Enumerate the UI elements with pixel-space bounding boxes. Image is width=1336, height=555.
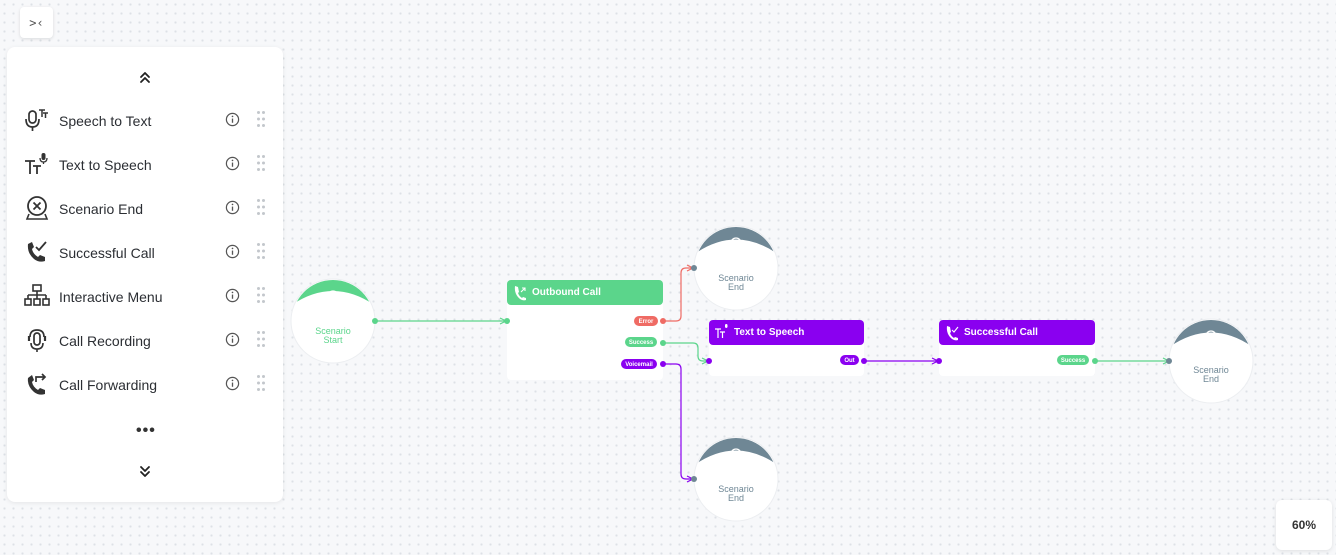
node-label: End [728,282,744,292]
palette-item-text-to-speech[interactable]: Text to Speech [7,143,283,187]
successful-call-icon [27,241,47,262]
palette-item-label: Speech to Text [59,113,152,129]
scroll-down-icon[interactable] [138,465,152,479]
node-scenario-end-error[interactable]: Scenario End [683,207,789,311]
info-icon[interactable] [225,288,240,303]
node-title: Outbound Call [532,287,601,298]
svg-text:Out: Out [844,358,854,364]
palette-item-call-forwarding[interactable]: Call Forwarding [7,363,283,407]
drag-handle-icon[interactable] [256,198,266,216]
drag-handle-icon[interactable] [256,286,266,304]
node-label: End [1203,374,1219,384]
node-successful-call[interactable]: Successful Call Success [936,320,1098,376]
connectors [375,264,1171,483]
svg-text:Success: Success [629,340,654,346]
input-port-dot [504,318,510,324]
scenario-end-icon [729,448,743,463]
node-scenario-start[interactable]: Scenario Start [280,260,386,364]
collapse-palette-button[interactable]: >‹ [20,7,53,38]
scenario-start-icon [326,290,340,305]
drag-handle-icon[interactable] [256,154,266,172]
collapse-label: >‹ [29,15,44,30]
node-text-to-speech[interactable]: Text to Speech Out [706,320,867,376]
drag-handle-icon[interactable] [256,242,266,260]
edge-voicemail-to-end [663,363,694,480]
input-port-dot [706,358,712,364]
svg-text:Error: Error [639,319,654,325]
node-scenario-end-final[interactable]: Scenario End [1158,300,1264,404]
scenario-end-icon [1204,330,1218,345]
svg-text:Success: Success [1061,358,1086,364]
node-palette: Speech to Text Text to Speech Scenario E… [7,47,283,502]
call-recording-icon [27,329,47,352]
palette-item-interactive-menu[interactable]: Interactive Menu [7,275,283,319]
drag-handle-icon[interactable] [256,374,266,392]
node-outbound-call[interactable]: Outbound Call Error Success Voicemail [504,280,666,380]
speech-to-text-icon [25,109,48,131]
palette-item-call-recording[interactable]: Call Recording [7,319,283,363]
info-icon[interactable] [225,156,240,171]
input-port-dot [936,358,942,364]
port-success[interactable]: Success [625,337,666,347]
node-title: Text to Speech [734,327,804,338]
call-forwarding-icon [27,373,47,395]
node-label: Scenario [1193,365,1229,375]
palette-item-label: Call Recording [59,333,151,349]
input-port-dot [691,476,697,482]
scenario-end-icon [729,237,743,252]
port-success[interactable]: Success [1057,355,1098,365]
node-scenario-end-voicemail[interactable]: Scenario End [683,418,789,522]
node-title: Successful Call [964,327,1038,338]
palette-item-label: Call Forwarding [59,377,158,393]
palette-item-label: Scenario End [59,201,144,217]
info-icon[interactable] [225,376,240,391]
palette-item-speech-to-text[interactable]: Speech to Text [7,99,283,143]
text-to-speech-icon [715,324,728,338]
edge-error-to-end [663,267,694,322]
port-error[interactable]: Error [634,316,666,326]
port-out[interactable]: Out [840,355,867,365]
scroll-up-icon[interactable] [138,70,152,84]
input-port-dot [691,265,697,271]
info-icon[interactable] [225,112,240,127]
zoom-level-text: 60% [1291,518,1317,532]
node-label: End [728,493,744,503]
node-label: Scenario [718,273,754,283]
palette-item-scenario-end[interactable]: Scenario End [7,187,283,231]
drag-handle-icon[interactable] [256,330,266,348]
node-label: Scenario [718,484,754,494]
svg-text:Voicemail: Voicemail [625,362,653,368]
info-icon[interactable] [225,200,240,215]
palette-item-label: Text to Speech [59,157,152,173]
outbound-call-icon [514,286,526,301]
info-icon[interactable] [225,332,240,347]
more-items-button[interactable]: ••• [136,422,156,439]
zoom-level-indicator[interactable]: 60% [1276,500,1332,550]
palette-item-label: Interactive Menu [59,289,163,305]
drag-handle-icon[interactable] [256,110,266,128]
text-to-speech-icon [25,153,48,174]
info-icon[interactable] [225,244,240,259]
node-label: Start [323,335,343,345]
input-port-dot [1166,358,1172,364]
scenario-end-icon [25,196,49,220]
palette-item-label: Successful Call [59,245,155,261]
edge-success-to-tts [663,342,709,362]
successful-call-icon [946,326,959,341]
output-port-dot [372,318,378,324]
node-label: Scenario [315,326,351,336]
palette-item-successful-call[interactable]: Successful Call [7,231,283,275]
interactive-menu-icon [24,284,50,306]
port-voicemail[interactable]: Voicemail [621,359,666,369]
